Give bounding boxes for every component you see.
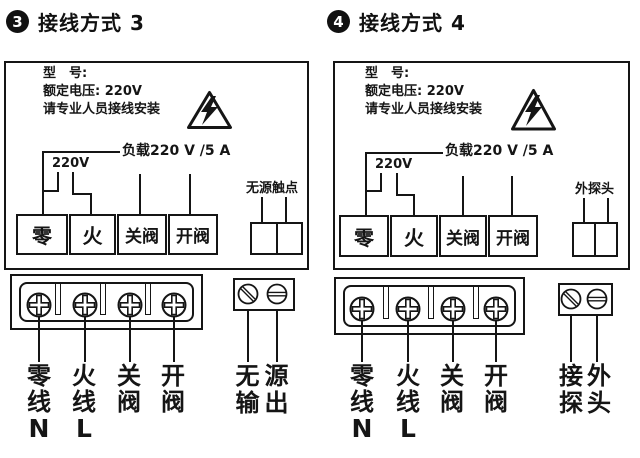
panel3-dry-contact-label: 无源触点 [246,181,299,196]
panel4-rated-voltage-label: 额定电压: 220V [365,84,464,99]
label-dry-contact-output: 无 源 输 出 [235,362,289,417]
section-title-3: 3 接线方式 3 [6,7,145,36]
terminal-divider [100,283,106,315]
panel3-terminal-open-valve: 开阀 [168,214,218,255]
section-title-4: 4 接线方式 4 [327,7,466,36]
panel3-rated-voltage-label: 额定电压: 220V [43,84,142,99]
screw-phillips-icon [26,292,52,318]
high-voltage-icon [511,89,556,131]
wire [42,151,44,215]
screw-phillips-icon [72,292,98,318]
panel4-terminal-live: 火 [390,215,438,257]
wire [38,317,40,362]
terminal-divider [473,286,479,319]
wire [583,198,585,222]
label-neutral-n: 零 线 N [27,362,51,443]
panel4-terminal-row: 零 火 关阀 开阀 [339,215,538,257]
wire [365,152,443,154]
panel4-install-warning-label: 请专业人员接线安装 [365,102,483,117]
wire [90,193,92,215]
wire [607,198,609,222]
wire [173,317,175,362]
screw-phillips-icon [483,296,509,322]
screw-slotted-horizontal-icon [586,288,608,310]
wire [365,152,367,216]
wire [42,151,120,153]
wire [452,321,454,362]
screw-phillips-icon [117,292,143,318]
screw-phillips-icon [349,296,375,322]
panel3-terminal-close-valve: 关阀 [117,214,167,255]
screw-phillips-icon [440,296,466,322]
wire [72,193,92,195]
panel4-terminal-open-valve: 开阀 [488,215,538,257]
panel3-model-label: 型 号: [43,66,88,81]
screw-phillips-icon [395,296,421,322]
wire [495,321,497,362]
panel3-supply-voltage-label: 220V [52,156,90,171]
wire [413,194,415,216]
wire [380,173,382,192]
wire [511,176,513,216]
section-title-4-text: 接线方式 4 [359,11,466,35]
wire [570,315,572,362]
wire [139,174,141,215]
panel3-load-rating-label: 负载220 V /5 A [122,143,231,159]
wire [361,321,363,362]
wire [596,315,598,362]
wire [42,190,59,192]
section-title-3-text: 接线方式 3 [38,11,145,35]
label-probe-connection: 接 外 探 头 [559,362,611,417]
high-voltage-icon [187,91,232,129]
panel4-terminal-neutral: 零 [339,215,389,257]
wire [365,190,382,192]
wire [57,172,59,192]
label-live-l: 火 线 L [396,362,420,443]
step-3-badge: 3 [6,10,29,33]
label-close-valve: 关 阀 [440,362,464,416]
terminal-divider [145,283,151,315]
panel4-probe-box [572,222,618,257]
wire [462,176,464,216]
panel4-probe-label: 外探头 [575,182,615,197]
wire [407,321,409,362]
label-neutral-n: 零 线 N [350,362,374,443]
wire [247,310,249,362]
wire [285,197,287,222]
label-open-valve: 开 阀 [484,362,508,416]
panel4-terminal-close-valve: 关阀 [439,215,487,257]
wire [72,172,74,195]
panel3-terminal-live: 火 [69,214,116,255]
panel4-model-label: 型 号: [365,66,410,81]
label-open-valve: 开 阀 [161,362,185,416]
screw-slotted-diagonal-icon [560,288,582,310]
panel3-install-warning-label: 请专业人员接线安装 [43,102,161,117]
screw-slotted-diagonal-icon [237,283,259,305]
wire [189,174,191,215]
wire [276,310,278,362]
terminal-divider [383,286,389,319]
label-close-valve: 关 阀 [117,362,141,416]
wire [261,197,263,222]
panel3-dry-contact-box [250,222,303,255]
step-4-badge: 4 [327,10,350,33]
screw-slotted-horizontal-icon [266,283,288,305]
label-live-l: 火 线 L [72,362,96,443]
terminal-divider [55,283,61,315]
wire [396,173,398,196]
wire [129,317,131,362]
wire [396,194,415,196]
terminal-divider [428,286,434,319]
panel3-terminal-neutral: 零 [16,214,68,255]
wire [84,317,86,362]
panel4-supply-voltage-label: 220V [375,157,413,172]
panel3-terminal-row: 零 火 关阀 开阀 [16,214,218,255]
screw-phillips-icon [161,292,187,318]
panel4-load-rating-label: 负载220 V /5 A [445,143,554,159]
